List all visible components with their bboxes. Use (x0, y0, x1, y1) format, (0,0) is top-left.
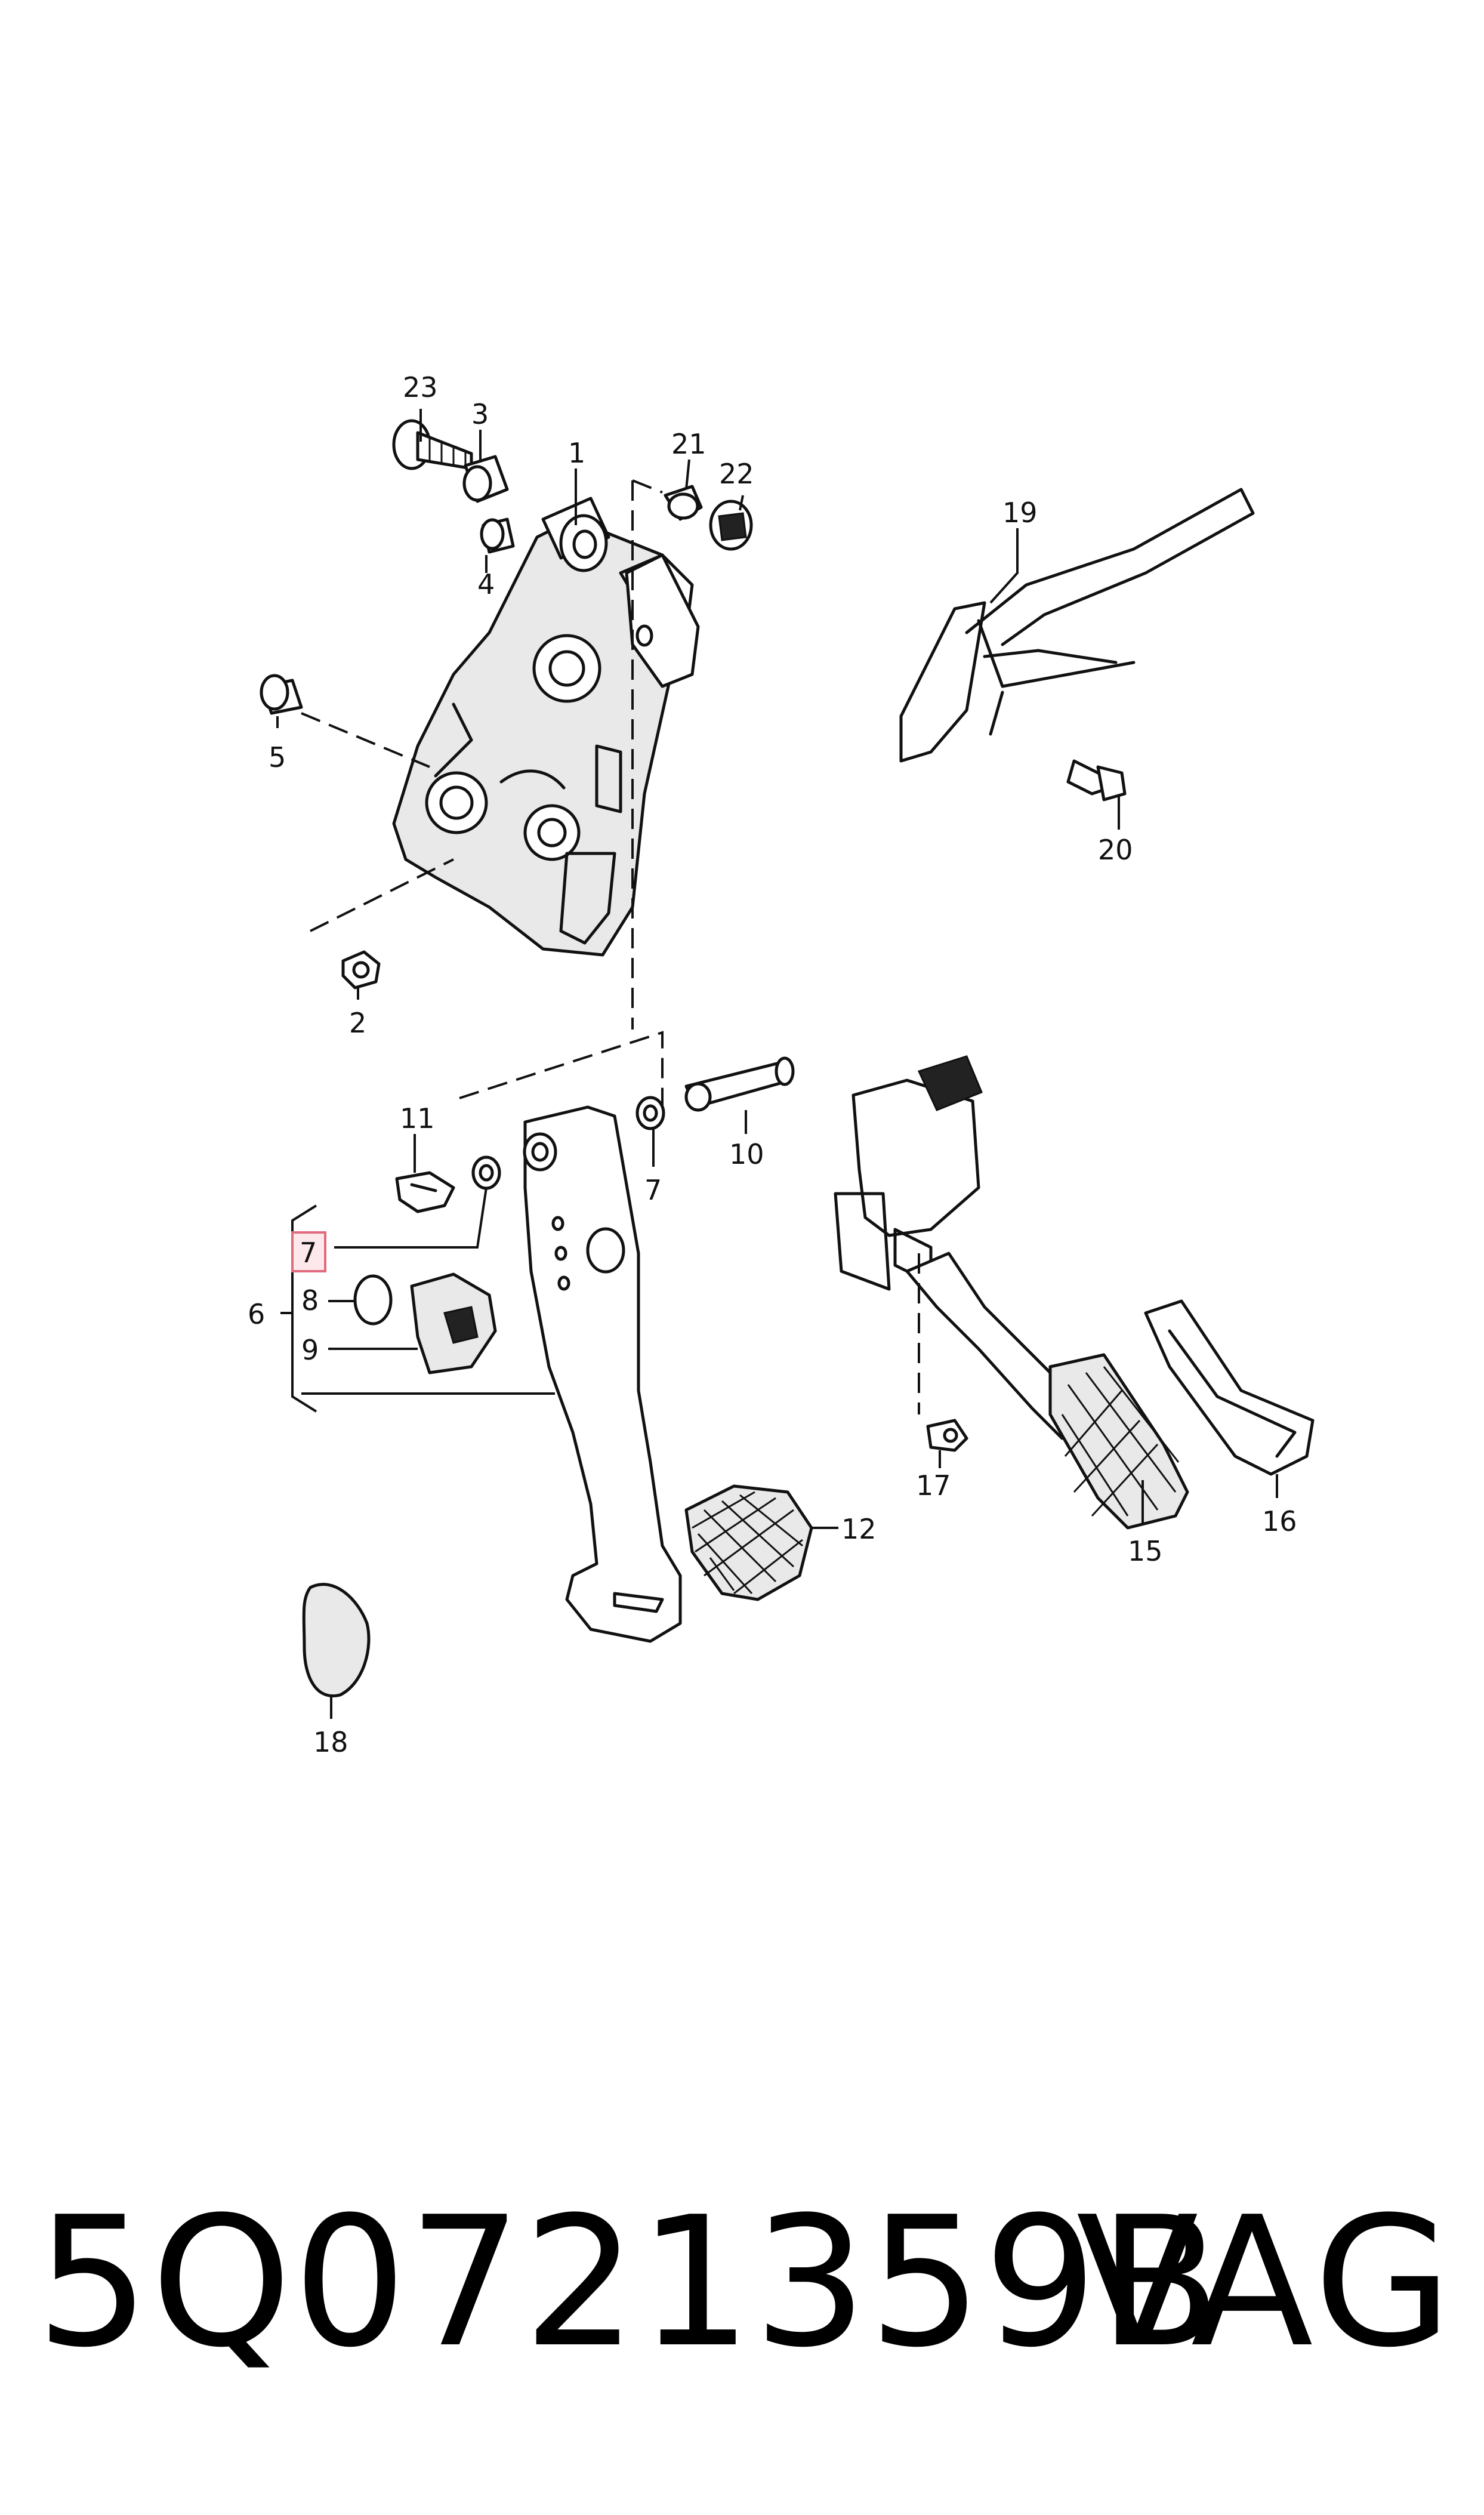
pedal-bracket (392, 497, 700, 957)
clip-21 (664, 485, 703, 521)
nut-2 (341, 950, 381, 990)
callout-18: 18 (313, 1726, 348, 1758)
brand-label: VAG (1076, 2178, 1456, 2387)
callout-7-right: 7 (644, 1174, 662, 1206)
washer-7-right (635, 1096, 665, 1130)
callout-3: 3 (471, 398, 489, 430)
fastener-23-bolt (392, 419, 473, 470)
bolt-20 (1066, 759, 1127, 802)
assembly-line-5 (301, 712, 430, 768)
seal-8 (353, 1274, 393, 1326)
callout-9: 9 (301, 1334, 319, 1366)
callout-15: 15 (1128, 1535, 1163, 1567)
grommet-22 (709, 500, 753, 551)
wire-bracket-19 (899, 488, 1255, 763)
pivot-pin-10 (684, 1056, 795, 1112)
callout-20: 20 (1098, 834, 1133, 866)
callout-17: 17 (916, 1469, 951, 1502)
callout-16: 16 (1262, 1505, 1297, 1537)
callout-7-highlighted: 7 (300, 1237, 317, 1269)
callout-6: 6 (248, 1298, 265, 1330)
switch-holder-9 (410, 1272, 497, 1374)
pedal-cover-16 (1144, 1299, 1315, 1476)
accelerator-bracket (834, 1055, 983, 1291)
bushing-4 (480, 517, 515, 554)
bushing-3 (462, 455, 509, 503)
brake-pedal-arm (523, 1105, 682, 1643)
callout-12: 12 (841, 1513, 877, 1545)
assembly-line-2 (310, 858, 454, 932)
callout-11: 11 (400, 1102, 435, 1135)
callout-1: 1 (568, 437, 585, 469)
accelerator-pedal-arm-15 (905, 1252, 1189, 1530)
washer-7-left (471, 1155, 501, 1190)
assembly-line-21 (632, 479, 663, 494)
callout-19: 19 (1002, 497, 1038, 529)
callout-5: 5 (269, 741, 286, 773)
bushing-5 (260, 674, 303, 715)
footer: 5Q0721359B VAG (36, 2184, 1456, 2381)
callout-8: 8 (301, 1284, 319, 1317)
clip-11 (395, 1171, 455, 1213)
bolt-17 (926, 1419, 968, 1452)
leader-lines (276, 409, 1278, 1719)
assembly-line-11 (459, 1031, 664, 1113)
callout-21: 21 (671, 428, 706, 460)
highlight-box-7 (291, 1231, 326, 1272)
callout-22: 22 (719, 458, 754, 490)
callout-23: 23 (403, 371, 438, 403)
callout-10: 10 (729, 1138, 764, 1170)
callout-4: 4 (477, 568, 495, 600)
assembly-bracket-6 (280, 1204, 317, 1413)
callout-2: 2 (349, 1007, 366, 1039)
cap-18 (302, 1583, 371, 1697)
brake-pedal-pad-12 (684, 1484, 813, 1601)
part-number-label: 5Q0721359B (36, 2178, 1223, 2387)
